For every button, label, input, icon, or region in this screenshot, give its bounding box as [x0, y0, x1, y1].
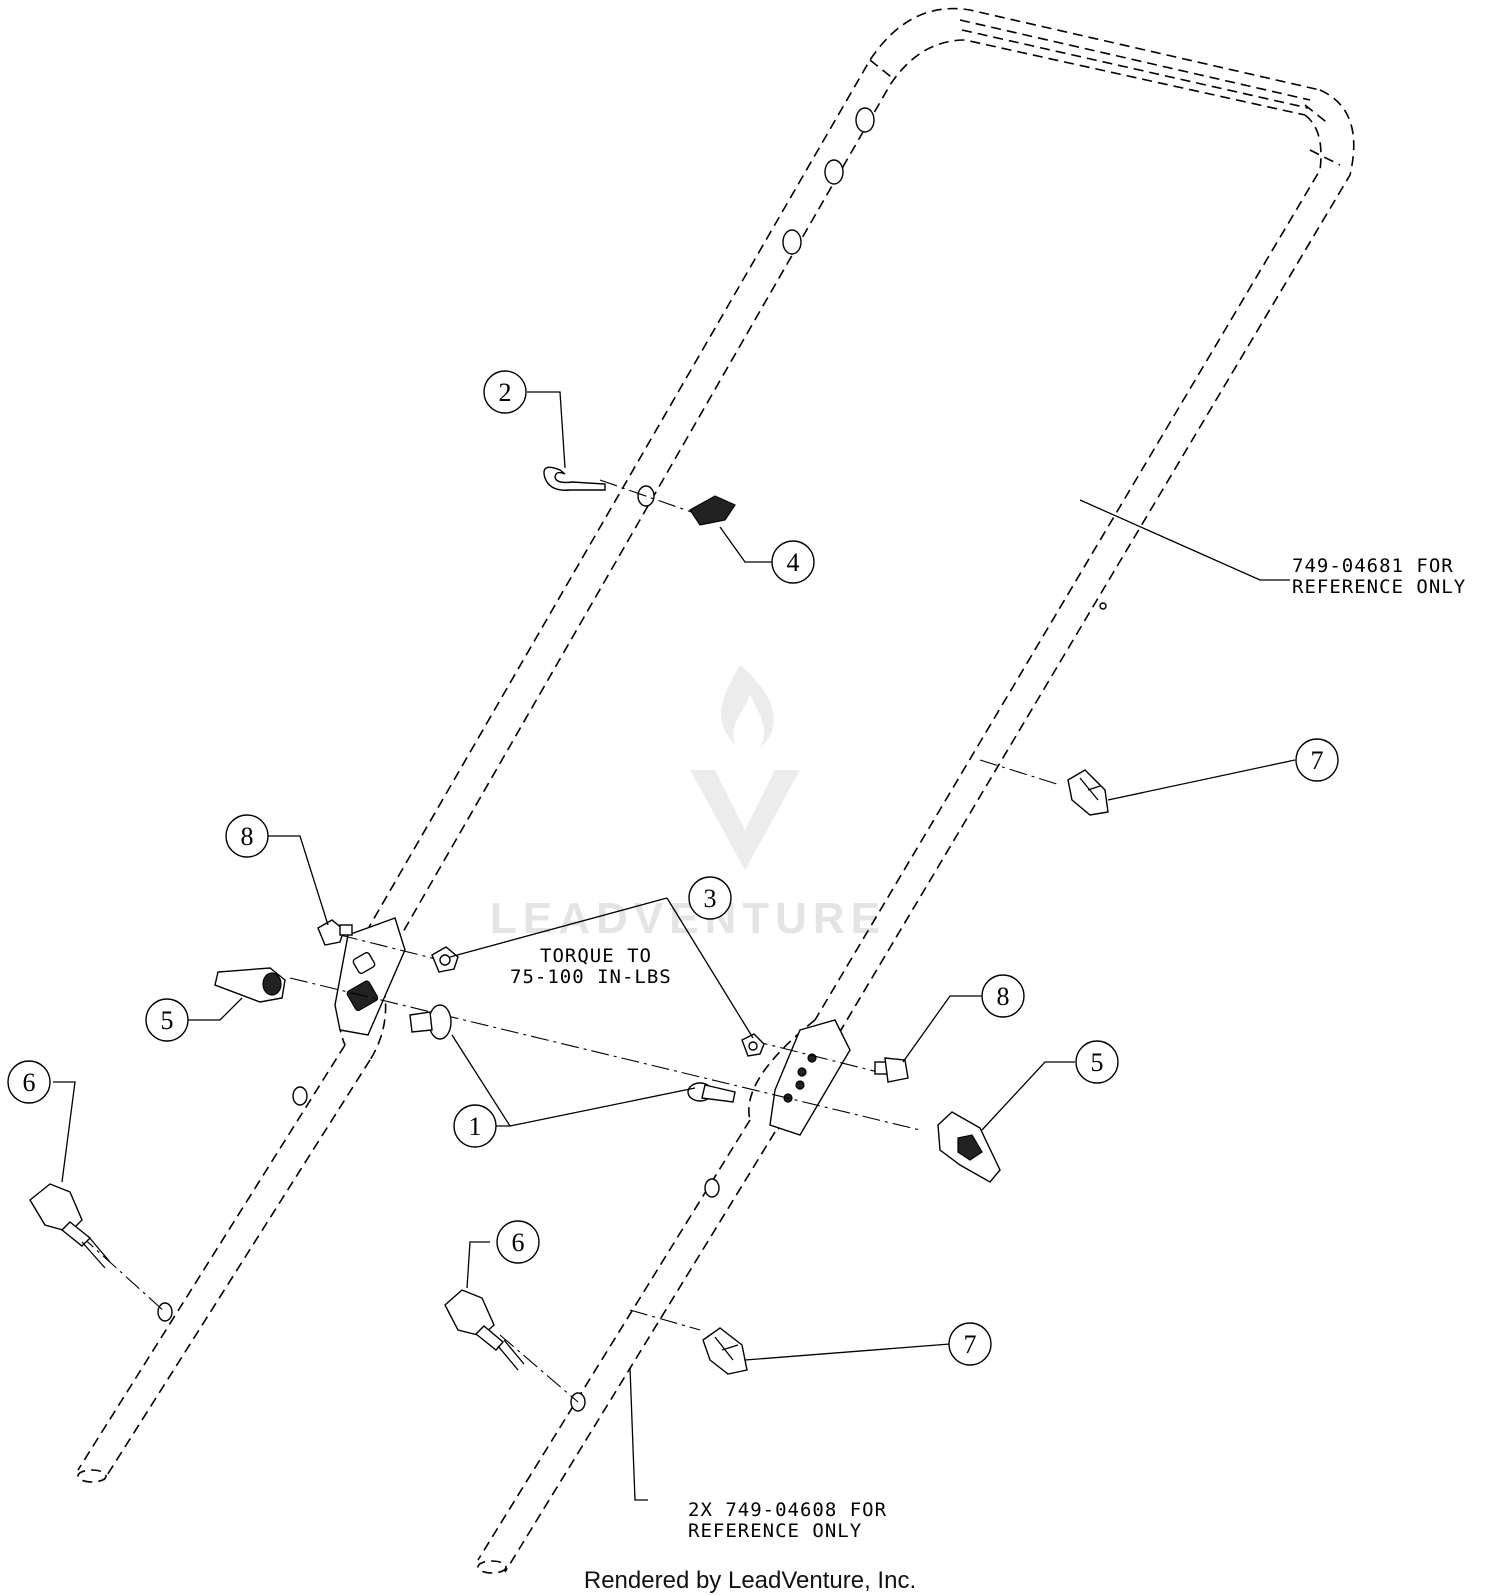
- assembly-centerlines: [79, 479, 1061, 1403]
- upper-handle: [349, 7, 1355, 1041]
- svg-text:75-100 IN-LBS: 75-100 IN-LBS: [510, 966, 672, 988]
- callout-2: 2: [483, 370, 527, 414]
- svg-text:6: 6: [23, 1068, 36, 1097]
- flame-logo-icon: [721, 665, 774, 748]
- watermark-text: LEADVENTURE: [490, 894, 886, 943]
- part-6-bolt-knob-left: [29, 1183, 111, 1269]
- callout-6-right: 6: [496, 1220, 540, 1264]
- svg-text:TORQUE TO: TORQUE TO: [540, 945, 652, 967]
- part-8-bolt-left: [317, 919, 353, 946]
- callout-7-lower: 7: [948, 1322, 992, 1366]
- part-8-bolt-right: [874, 1057, 909, 1083]
- callout-5-right: 5: [1075, 1040, 1119, 1084]
- svg-text:6: 6: [512, 1228, 525, 1257]
- svg-text:8: 8: [997, 982, 1010, 1011]
- svg-text:5: 5: [161, 1006, 174, 1035]
- handle-hole: [1099, 602, 1107, 610]
- callout-8-right: 8: [981, 974, 1025, 1018]
- svg-text:7: 7: [964, 1330, 977, 1359]
- handle-hole: [824, 159, 844, 185]
- part-4-wing-nut: [689, 495, 736, 526]
- callout-5-left: 5: [145, 998, 189, 1042]
- callout-1: 1: [453, 1104, 497, 1148]
- part-3-nut-right: [741, 1033, 765, 1057]
- handle-hole: [855, 107, 875, 133]
- lower-handle-reference-note: 2X 749-04608 FOR REFERENCE ONLY: [688, 1499, 887, 1542]
- callout-4: 4: [771, 540, 815, 584]
- part-1-carriage-bolt-left: [409, 1004, 452, 1040]
- part-2-hook: [543, 466, 606, 491]
- leadventure-watermark: LEADVENTURE: [490, 665, 886, 943]
- svg-text:1: 1: [469, 1112, 482, 1141]
- part-5-knob-left: [214, 967, 286, 1003]
- leader-lines: [53, 391, 1296, 1501]
- handle-hole: [292, 1086, 308, 1106]
- handle-hole: [782, 229, 802, 255]
- svg-text:REFERENCE ONLY: REFERENCE ONLY: [688, 1520, 862, 1542]
- v-logo-icon: [690, 770, 800, 870]
- svg-text:5: 5: [1091, 1048, 1104, 1077]
- callout-8-left: 8: [225, 814, 269, 858]
- svg-text:8: 8: [241, 822, 254, 851]
- upper-handle-reference-note: 749-04681 FOR REFERENCE ONLY: [1292, 555, 1466, 598]
- part-1-carriage-bolt-right: [687, 1082, 736, 1103]
- part-3-nut-left: [431, 946, 459, 973]
- svg-text:REFERENCE ONLY: REFERENCE ONLY: [1292, 576, 1466, 598]
- torque-note: TORQUE TO 75-100 IN-LBS: [510, 945, 672, 988]
- callout-7-upper: 7: [1295, 738, 1339, 782]
- svg-text:2X 749-04608 FOR: 2X 749-04608 FOR: [688, 1499, 887, 1521]
- part-7-clip-lower: [702, 1327, 748, 1375]
- svg-text:7: 7: [1311, 746, 1324, 775]
- callout-3: 3: [688, 876, 732, 920]
- right-handle-bracket: [769, 1019, 851, 1136]
- part-6-bolt-knob-right: [444, 1289, 525, 1371]
- svg-text:2: 2: [499, 378, 512, 407]
- part-5-knob-right: [937, 1111, 1001, 1183]
- svg-text:4: 4: [787, 548, 800, 577]
- svg-text:749-04681 FOR: 749-04681 FOR: [1292, 555, 1454, 577]
- lower-handle-left: [77, 959, 387, 1483]
- handle-hole: [704, 1178, 720, 1198]
- svg-text:3: 3: [704, 884, 717, 913]
- handle-hole: [157, 1302, 173, 1322]
- part-7-clip-upper: [1067, 769, 1109, 816]
- footer-credit: Rendered by LeadVenture, Inc.: [584, 1567, 916, 1594]
- callout-6-left: 6: [7, 1060, 51, 1104]
